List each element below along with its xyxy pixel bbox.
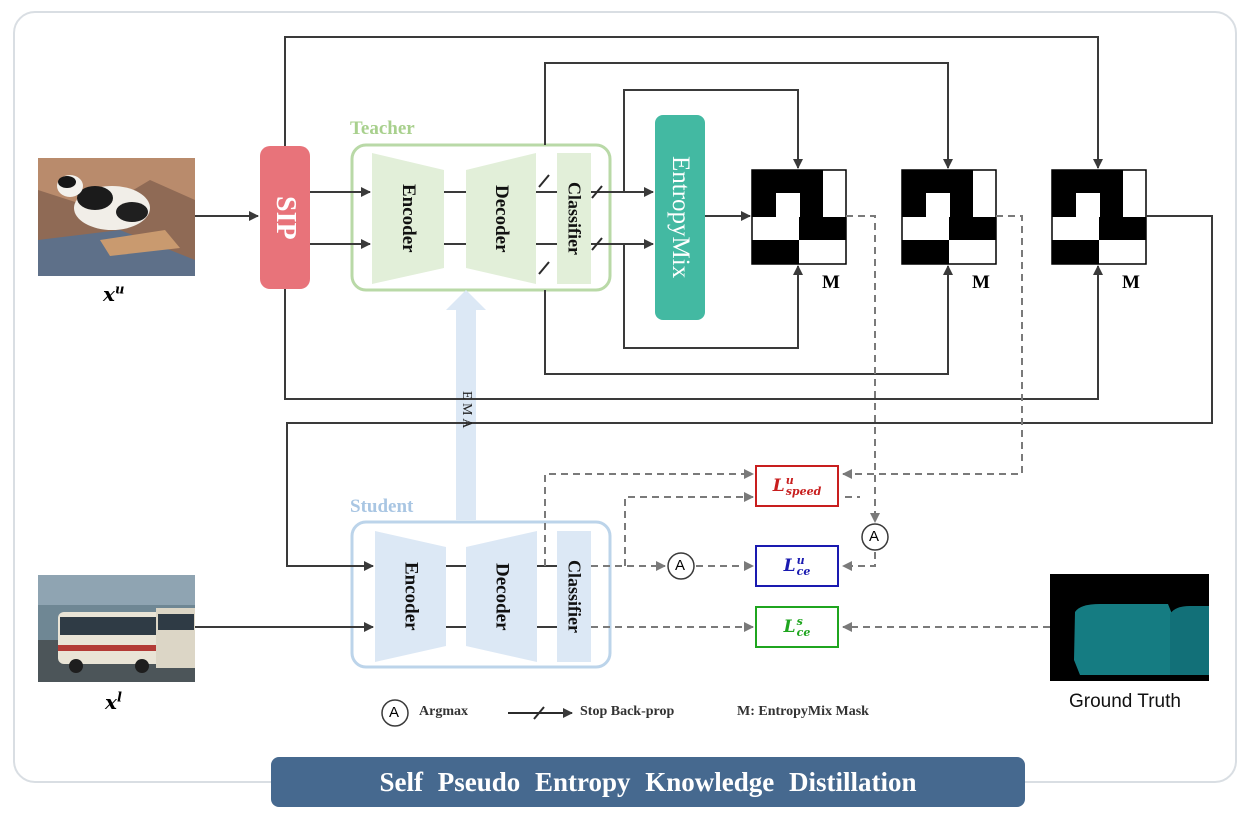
- labeled-image: [38, 575, 195, 682]
- teacher-block: [350, 143, 612, 292]
- legend-stop-backprop-icon: [508, 706, 573, 720]
- teacher-encoder-label: Encoder: [398, 184, 419, 253]
- teacher-decoder-label: Decoder: [491, 184, 512, 253]
- teacher-label: Teacher: [350, 118, 415, 139]
- mask-3: [1051, 169, 1147, 265]
- labeled-input-label: xl: [105, 690, 122, 714]
- mask-label-3: M: [1122, 272, 1140, 293]
- student-block: [350, 520, 612, 669]
- sip-label: SIP: [270, 195, 301, 240]
- teacher-encoder-shape: [372, 153, 444, 284]
- mask-label-1: M: [822, 272, 840, 293]
- title-bar: Self Pseudo Entropy Knowledge Distillati…: [271, 757, 1025, 807]
- ground-truth-image: [1050, 574, 1209, 681]
- mask-2: [901, 169, 997, 265]
- student-classifier-label: Classifier: [564, 560, 585, 633]
- student-encoder-label: Encoder: [400, 562, 422, 631]
- argmax-node-2: [861, 523, 889, 551]
- solid-connectors: [195, 36, 1213, 632]
- stop-backprop-marks: [538, 174, 603, 275]
- teacher-classifier-label: Classifier: [564, 182, 585, 255]
- student-encoder-shape: [375, 531, 446, 662]
- sip-block: [260, 146, 310, 289]
- dashed-connectors: [544, 215, 1050, 632]
- mask-label-2: M: [972, 272, 990, 293]
- entropymix-block: [655, 115, 705, 320]
- legend-argmax-icon: [381, 699, 409, 727]
- ema-arrow: [446, 290, 486, 520]
- legend-argmax-text: Argmax: [419, 704, 468, 719]
- teacher-classifier-shape: [557, 153, 591, 284]
- unlabeled-input-label: xu: [103, 282, 125, 306]
- student-label: Student: [350, 496, 414, 517]
- student-decoder-label: Decoder: [491, 562, 513, 631]
- legend-mask-text: M: EntropyMix Mask: [737, 704, 869, 719]
- argmax-node-1: [667, 552, 695, 580]
- mask-1: [751, 169, 847, 265]
- student-decoder-shape: [466, 531, 537, 662]
- legend-stop-backprop-text: Stop Back-prop: [580, 704, 675, 719]
- argmax-symbol-2: A: [869, 528, 880, 545]
- entropymix-label: EntropyMix: [667, 156, 694, 279]
- unlabeled-image: [38, 158, 195, 276]
- ground-truth-label: Ground Truth: [1069, 691, 1181, 712]
- teacher-decoder-shape: [466, 153, 536, 284]
- ema-label: E M A: [459, 391, 474, 429]
- legend-argmax-symbol: A: [389, 704, 400, 721]
- student-classifier-shape: [557, 531, 591, 662]
- argmax-symbol-1: A: [675, 557, 686, 574]
